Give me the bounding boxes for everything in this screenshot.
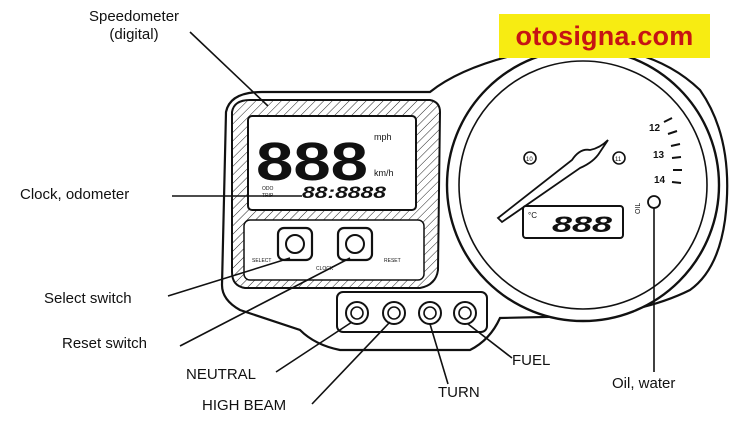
fuel-lamp[interactable] xyxy=(453,301,477,325)
temp-icon: °C xyxy=(528,211,537,220)
label-neutral: NEUTRAL xyxy=(186,366,257,383)
tick-label-13: 13 xyxy=(653,150,665,161)
tick-label-14: 14 xyxy=(654,175,666,186)
temp-display: 888 xyxy=(552,212,613,237)
label-turn: TURN xyxy=(438,384,480,401)
temp-lcd xyxy=(522,205,624,239)
tachometer-inner-ring xyxy=(458,60,708,310)
button-label-clock: CLOCK xyxy=(316,266,334,272)
tachometer-redzone-ticks xyxy=(663,117,682,184)
leader-speedometer xyxy=(189,31,269,107)
speed-unit-kmh: km/h xyxy=(374,168,394,178)
rpm-mark-10-label: 10 xyxy=(526,157,533,163)
label-speedometer-line2: (digital) xyxy=(109,26,159,43)
odometer-digits: 88:8888 xyxy=(302,183,387,202)
label-select-switch: Select switch xyxy=(44,290,132,307)
tick-label-12: 12 xyxy=(649,123,661,134)
reset-button[interactable] xyxy=(336,226,374,262)
label-clock-odometer: Clock, odometer xyxy=(20,186,130,203)
rpm-mark-11-label: 11 xyxy=(615,157,622,163)
leader-lines xyxy=(167,31,655,405)
leader-high-beam xyxy=(311,321,391,405)
label-high-beam: HIGH BEAM xyxy=(202,397,287,414)
button-label-select: SELECT xyxy=(252,258,271,264)
high-beam-lamp[interactable] xyxy=(382,301,406,325)
oil-water-letters: OIL xyxy=(635,203,642,214)
neutral-lamp[interactable] xyxy=(345,301,369,325)
rpm-mark-10 xyxy=(523,151,537,165)
rpm-mark-11 xyxy=(612,151,626,165)
speed-unit-mph: mph xyxy=(374,132,392,142)
leader-fuel xyxy=(467,323,513,359)
oil-water-lamp[interactable] xyxy=(647,195,661,209)
label-oil-water: Oil, water xyxy=(612,375,676,392)
select-button[interactable] xyxy=(276,226,314,262)
label-reset-switch: Reset switch xyxy=(62,335,148,352)
tachometer-outer-ring xyxy=(445,47,721,323)
button-area xyxy=(243,219,425,281)
leader-neutral xyxy=(275,321,353,373)
housing-outline xyxy=(220,44,729,352)
button-label-reset: RESET xyxy=(384,258,401,264)
leader-select xyxy=(167,257,291,297)
label-speedometer: Speedometer (digital) xyxy=(70,8,198,44)
indicator-lamp-strip xyxy=(336,291,488,333)
leader-reset xyxy=(179,257,351,347)
watermark-banner[interactable]: otosigna.com xyxy=(499,14,710,58)
label-speedometer-line1: Speedometer xyxy=(88,8,180,25)
tachometer-needle xyxy=(496,139,609,224)
leader-turn xyxy=(429,323,449,385)
speedometer-lcd xyxy=(247,115,417,211)
label-fuel: FUEL xyxy=(512,352,551,369)
odo-small-top: ODO xyxy=(262,186,274,192)
speed-digits: 888 xyxy=(256,132,368,192)
